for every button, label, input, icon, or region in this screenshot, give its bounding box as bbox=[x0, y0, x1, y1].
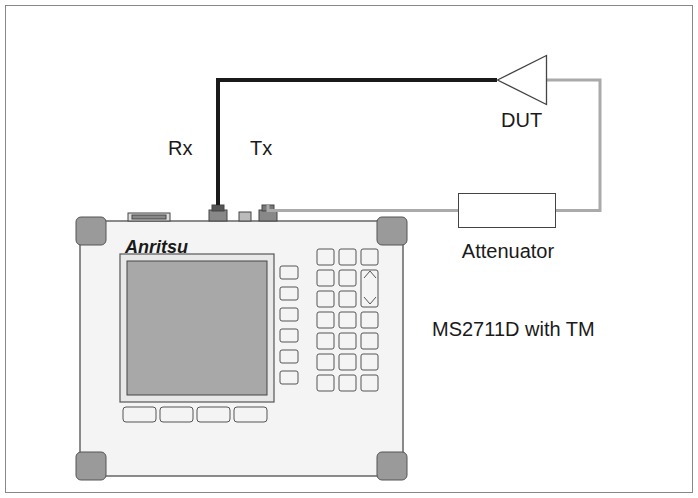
screen bbox=[127, 261, 267, 395]
cable bbox=[547, 80, 600, 211]
amplifier-triangle: DUT bbox=[497, 55, 547, 105]
corner-bumpers bbox=[76, 217, 407, 480]
node-label: DUT bbox=[501, 109, 542, 132]
port-label: Tx bbox=[250, 137, 272, 160]
analyzer-device: Anritsu bbox=[80, 221, 403, 476]
screen-bezel bbox=[120, 254, 274, 402]
device-body bbox=[80, 221, 403, 476]
brand-logo: Anritsu bbox=[125, 237, 188, 258]
port-label: Rx bbox=[168, 137, 192, 160]
attenuator-box: Attenuator bbox=[458, 193, 556, 228]
triangle-outline bbox=[497, 55, 547, 105]
frame bbox=[6, 6, 693, 493]
cable bbox=[218, 80, 497, 205]
cable bbox=[268, 205, 458, 211]
keypad bbox=[317, 249, 378, 391]
top-ports bbox=[128, 205, 277, 221]
soft-keys bbox=[280, 266, 298, 384]
arrow-keys bbox=[364, 271, 376, 304]
node-label: Attenuator bbox=[462, 240, 554, 263]
bottom-keys bbox=[123, 407, 267, 422]
instrument-name: MS2711D with TM bbox=[432, 318, 595, 341]
